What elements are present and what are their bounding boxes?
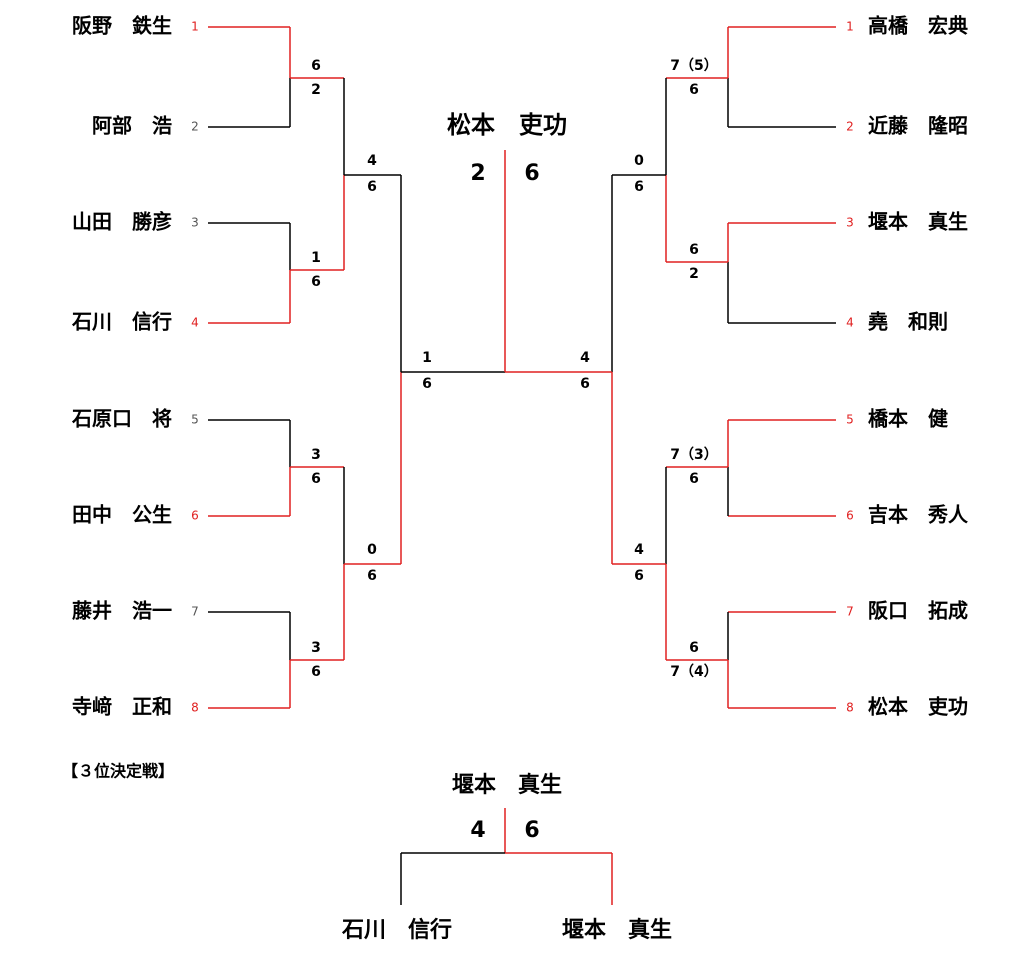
final-score-right: 6	[524, 161, 539, 186]
left-r2-score-bottom: 6	[367, 179, 377, 195]
left-r1-score-top: 1	[311, 250, 321, 266]
left-player-name: 石川 信行	[71, 310, 172, 334]
left-seed: 8	[191, 701, 199, 715]
right-r1-score-top: 7（5）	[670, 58, 717, 74]
left-seed: 5	[191, 413, 199, 427]
right-r1-score-bottom: 6	[689, 82, 699, 98]
right-seed: 2	[846, 120, 854, 134]
right-r1-score-bottom: 6	[689, 471, 699, 487]
left-player-name: 田中 公生	[72, 503, 172, 527]
left-sf-score-bottom: 6	[422, 376, 432, 392]
right-r2-score-bottom: 6	[634, 568, 644, 584]
left-r1-score-bottom: 6	[311, 274, 321, 290]
left-player-name: 藤井 浩一	[71, 599, 172, 623]
left-player-name: 阿部 浩	[92, 114, 172, 138]
right-r1-score-top: 6	[689, 242, 699, 258]
third-place-winner: 堰本 真生	[452, 772, 562, 798]
right-player-name: 堯 和則	[867, 310, 948, 334]
left-seed: 6	[191, 509, 199, 523]
left-player-name: 石原口 将	[71, 407, 172, 431]
right-r2-score-bottom: 6	[634, 179, 644, 195]
final-score-left: 2	[470, 161, 485, 186]
right-seed: 5	[846, 413, 854, 427]
left-r1-score-bottom: 6	[311, 664, 321, 680]
left-seed: 7	[191, 605, 199, 619]
left-r2-score-top: 0	[367, 542, 377, 558]
left-seed: 3	[191, 216, 199, 230]
left-r1-score-top: 3	[311, 640, 321, 656]
third-score-left: 4	[470, 818, 485, 843]
right-player-name: 堰本 真生	[868, 210, 968, 234]
left-seed: 2	[191, 120, 199, 134]
right-player-name: 橋本 健	[868, 407, 948, 431]
third-place-heading: 【３位決定戦】	[62, 762, 174, 781]
right-sf-score-bottom: 6	[580, 376, 590, 392]
right-r1-score-bottom: 7（4）	[670, 664, 717, 680]
right-r2-score-top: 4	[634, 542, 644, 558]
third-score-right: 6	[524, 818, 539, 843]
left-r1-score-bottom: 6	[311, 471, 321, 487]
left-seed: 1	[191, 20, 199, 34]
right-seed: 6	[846, 509, 854, 523]
left-r2-score-top: 4	[367, 153, 377, 169]
third-left-player: 石川 信行	[341, 917, 452, 943]
left-player-name: 寺﨑 正和	[72, 695, 172, 719]
left-r1-score-top: 6	[311, 58, 321, 74]
right-seed: 4	[846, 316, 854, 330]
left-sf-score-top: 1	[422, 350, 432, 366]
right-player-name: 近藤 隆昭	[868, 114, 968, 138]
left-player-name: 阪野 鉄生	[72, 14, 172, 38]
right-seed: 1	[846, 20, 854, 34]
right-r2-score-top: 0	[634, 153, 644, 169]
right-seed: 7	[846, 605, 854, 619]
left-r1-score-bottom: 2	[311, 82, 321, 98]
right-sf-score-top: 4	[580, 350, 590, 366]
right-seed: 3	[846, 216, 854, 230]
third-right-player: 堰本 真生	[562, 917, 672, 943]
right-r1-score-top: 6	[689, 640, 699, 656]
right-player-name: 吉本 秀人	[868, 503, 969, 527]
right-seed: 8	[846, 701, 854, 715]
left-seed: 4	[191, 316, 199, 330]
right-player-name: 松本 吏功	[868, 695, 968, 719]
left-r2-score-bottom: 6	[367, 568, 377, 584]
left-player-name: 山田 勝彦	[72, 210, 172, 234]
right-r1-score-top: 7（3）	[670, 447, 717, 463]
right-player-name: 阪口 拓成	[868, 599, 968, 623]
left-r1-score-top: 3	[311, 447, 321, 463]
right-player-name: 高橋 宏典	[868, 14, 968, 38]
right-r1-score-bottom: 2	[689, 266, 699, 282]
champion-name: 松本 吏功	[447, 111, 567, 139]
